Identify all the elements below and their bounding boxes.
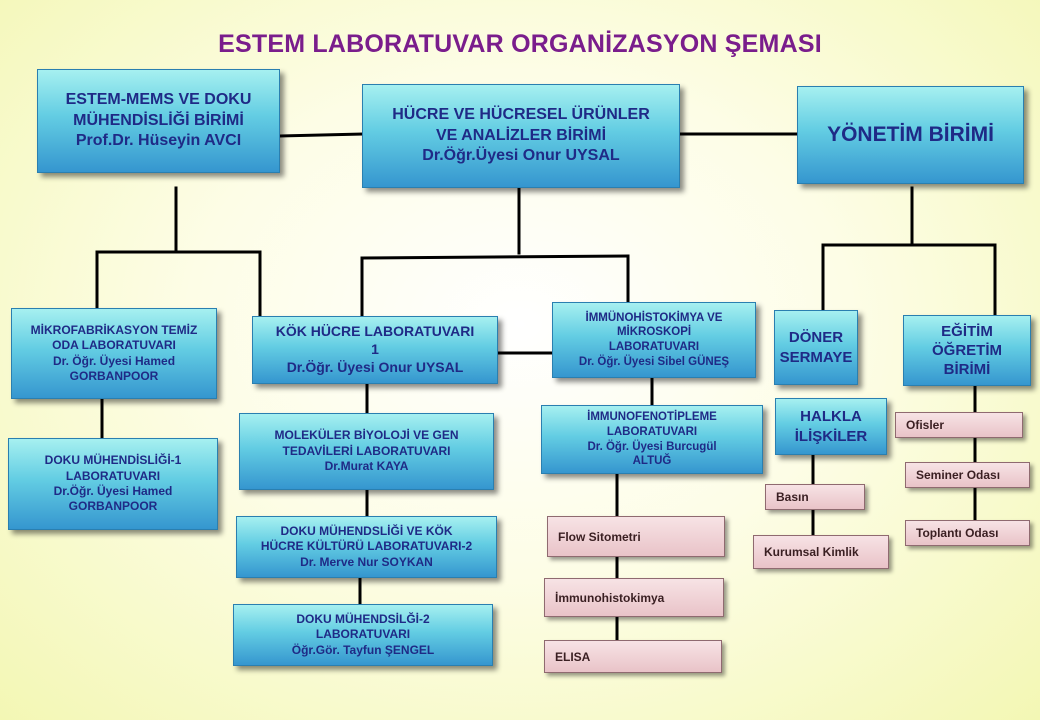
unit-line: DÖNER	[788, 329, 844, 347]
unit-line: DOKU MÜHENDSLİĞİ VE KÖK	[280, 523, 453, 538]
unit-line: Dr. Merve Nur SOYKAN	[300, 554, 433, 569]
unit-line: BİRİMİ	[943, 361, 991, 379]
subunit-flow: Flow Sitometri	[547, 516, 725, 557]
unit-line: ÖĞRETİM	[932, 341, 1002, 359]
subunit-basin: Basın	[765, 484, 865, 510]
unit-line: HALKLA	[800, 408, 862, 426]
unit-line: Dr.Öğr. Üyesi Onur UYSAL	[286, 358, 464, 375]
subunit-ofisler: Ofisler	[895, 412, 1023, 438]
unit-line: LABORATUVARI	[65, 468, 161, 483]
unit-line: LABORATUVARI	[608, 341, 700, 353]
unit-line: YÖNETİM BİRİMİ	[827, 122, 994, 146]
unit-line: HÜCRE KÜLTÜRÜ LABORATUVARI-2	[260, 539, 473, 554]
unit-line: GORBANPOOR	[69, 368, 159, 383]
unit-line: Dr. Öğr. Üyesi Hamed	[52, 353, 176, 368]
unit-line: VE ANALİZLER BİRİMİ	[435, 126, 607, 144]
unit-mikrofab: MİKROFABRİKASYON TEMİZ ODA LABORATUVARI …	[11, 308, 217, 399]
unit-doku2: DOKU MÜHENDSİLĞİ-2 LABORATUVARI Öğr.Gör.…	[233, 604, 493, 666]
unit-line: LABORATUVARI	[606, 425, 698, 438]
unit-halkla: HALKLA İLİŞKİLER	[775, 398, 887, 455]
unit-line: ODA LABORATUVARI	[52, 338, 176, 353]
unit-line: TEDAVİLERİ LABORATUVARI	[282, 443, 451, 458]
unit-line: MOLEKÜLER BİYOLOJİ VE GEN	[274, 428, 459, 443]
unit-line: Öğr.Gör. Tayfun ŞENGEL	[291, 642, 435, 657]
unit-line: EĞİTİM	[941, 322, 993, 340]
unit-line: DOKU MÜHENDSİLĞİ-2	[296, 611, 430, 626]
unit-line: LABORATUVARI	[315, 627, 411, 642]
subunit-seminer: Seminer Odası	[905, 462, 1030, 488]
subunit-kurumsal: Kurumsal Kimlik	[753, 535, 889, 569]
unit-line: MİKROFABRİKASYON TEMİZ	[30, 322, 198, 337]
unit-line: MÜHENDİSLİĞİ BİRİMİ	[73, 111, 244, 129]
unit-kok-hucre: KÖK HÜCRE LABORATUVARI 1 Dr.Öğr. Üyesi O…	[252, 316, 498, 384]
unit-hucre: HÜCRE VE HÜCRESEL ÜRÜNLER VE ANALİZLER B…	[362, 84, 680, 188]
unit-line: MİKROSKOPİ	[616, 326, 692, 339]
subunit-toplanti: Toplantı Odası	[905, 520, 1030, 546]
unit-line: Dr.Murat KAYA	[324, 459, 409, 474]
unit-doner: DÖNER SERMAYE	[774, 310, 858, 385]
unit-line: SERMAYE	[779, 348, 853, 366]
unit-egitim: EĞİTİM ÖĞRETİM BİRİMİ	[903, 315, 1031, 386]
unit-estem-mems: ESTEM-MEMS VE DOKU MÜHENDİSLİĞİ BİRİMİ P…	[37, 69, 280, 173]
unit-line: Prof.Dr. Hüseyin AVCI	[75, 132, 242, 150]
unit-line: ESTEM-MEMS VE DOKU	[65, 91, 252, 109]
subunit-immunohistokimya: İmmunohistokimya	[544, 578, 724, 617]
unit-line: Dr. Öğr. Üyesi Sibel GÜNEŞ	[578, 355, 730, 368]
unit-line: İMMÜNOHİSTOKİMYA VE	[585, 311, 723, 324]
unit-immuno-feno: İMMUNOFENOTİPLEME LABORATUVARI Dr. Öğr. …	[541, 405, 763, 474]
unit-line: HÜCRE VE HÜCRESEL ÜRÜNLER	[392, 106, 650, 124]
unit-line: GORBANPOOR	[68, 499, 158, 514]
unit-immuno-histo: İMMÜNOHİSTOKİMYA VE MİKROSKOPİ LABORATUV…	[552, 302, 756, 378]
unit-doku1: DOKU MÜHENDİSLİĞİ-1 LABORATUVARI Dr.Öğr.…	[8, 438, 218, 530]
page-title: ESTEM LABORATUVAR ORGANİZASYON ŞEMASI	[218, 30, 822, 58]
unit-line: 1	[371, 341, 379, 358]
subunit-elisa: ELISA	[544, 640, 722, 673]
unit-line: Dr. Öğr. Üyesi Burcugül	[587, 440, 717, 453]
unit-line: KÖK HÜCRE LABORATUVARI	[275, 323, 475, 340]
unit-yonetim: YÖNETİM BİRİMİ	[797, 86, 1024, 184]
unit-line: ALTUĞ	[632, 455, 672, 468]
unit-molekuler: MOLEKÜLER BİYOLOJİ VE GEN TEDAVİLERİ LAB…	[239, 413, 494, 490]
unit-line: Dr.Öğr. Üyesi Hamed	[53, 484, 173, 498]
unit-line: İMMUNOFENOTİPLEME	[587, 411, 717, 424]
unit-doku-kok: DOKU MÜHENDSLİĞİ VE KÖK HÜCRE KÜLTÜRÜ LA…	[236, 516, 497, 578]
unit-line: DOKU MÜHENDİSLİĞİ-1	[44, 453, 182, 468]
unit-line: İLİŞKİLER	[794, 427, 868, 445]
unit-line: Dr.Öğr.Üyesi Onur UYSAL	[422, 147, 620, 165]
